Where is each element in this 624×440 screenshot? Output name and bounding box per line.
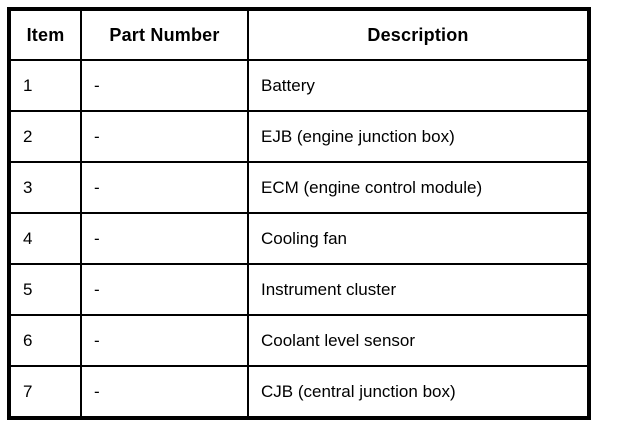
cell-part-number: - — [80, 263, 249, 316]
table-row: 5 - Instrument cluster — [8, 263, 590, 316]
cell-description: Battery — [247, 59, 590, 112]
cell-description: Cooling fan — [247, 212, 590, 265]
cell-item: 1 — [8, 59, 82, 112]
header-row: Item Part Number Description — [8, 8, 590, 61]
table-row: 7 - CJB (central junction box) — [8, 365, 590, 419]
cell-part-number: - — [80, 212, 249, 265]
table-row: 2 - EJB (engine junction box) — [8, 110, 590, 163]
cell-part-number: - — [80, 365, 249, 419]
cell-part-number: - — [80, 110, 249, 163]
cell-item: 6 — [8, 314, 82, 367]
table-row: 6 - Coolant level sensor — [8, 314, 590, 367]
column-header-part-number: Part Number — [80, 8, 249, 61]
cell-item: 5 — [8, 263, 82, 316]
table-row: 1 - Battery — [8, 59, 590, 112]
cell-description: EJB (engine junction box) — [247, 110, 590, 163]
cell-item: 3 — [8, 161, 82, 214]
cell-part-number: - — [80, 161, 249, 214]
parts-table: Item Part Number Description 1 - Battery… — [7, 7, 591, 420]
cell-description: CJB (central junction box) — [247, 365, 590, 419]
cell-description: ECM (engine control module) — [247, 161, 590, 214]
table-row: 3 - ECM (engine control module) — [8, 161, 590, 214]
cell-description: Instrument cluster — [247, 263, 590, 316]
cell-part-number: - — [80, 314, 249, 367]
column-header-item: Item — [8, 8, 82, 61]
cell-item: 2 — [8, 110, 82, 163]
cell-description: Coolant level sensor — [247, 314, 590, 367]
column-header-description: Description — [247, 8, 590, 61]
table-row: 4 - Cooling fan — [8, 212, 590, 265]
cell-item: 4 — [8, 212, 82, 265]
cell-item: 7 — [8, 365, 82, 419]
cell-part-number: - — [80, 59, 249, 112]
